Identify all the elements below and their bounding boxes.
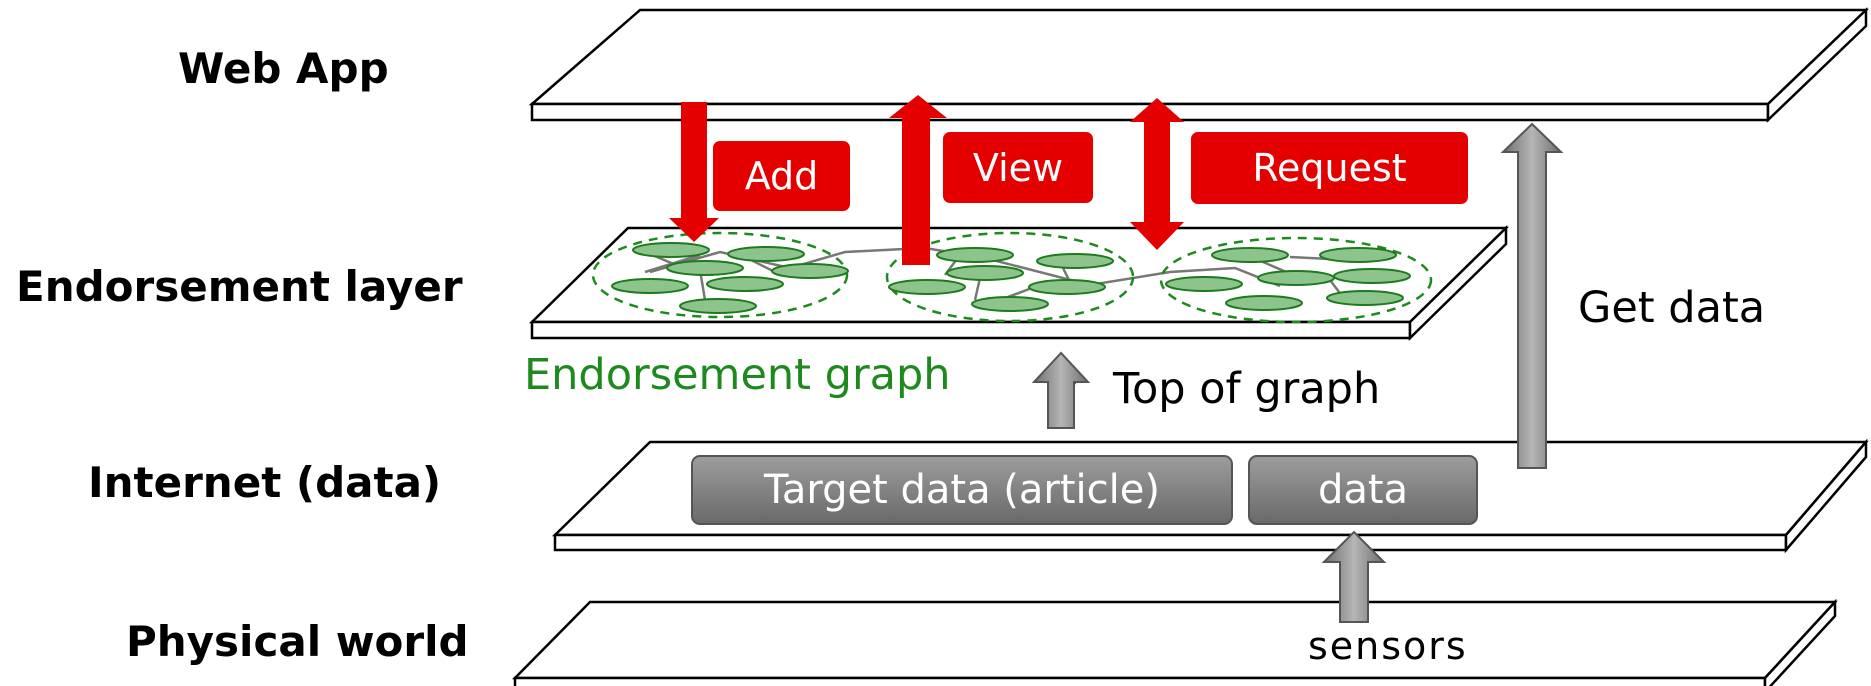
graph-node [888,279,966,295]
graph-node [706,276,784,292]
add-label: Add [713,141,850,211]
sensors-label: sensors [1308,624,1468,668]
graph-nodes [611,242,1411,314]
physical-world-plane [512,598,1838,686]
graph-node [632,242,710,258]
graph-node [1257,270,1335,286]
graph-cluster-3 [1159,236,1433,324]
graph-cluster-1 [591,231,849,319]
web-app-label: Web App [178,44,389,93]
request-arrow [1130,98,1184,250]
data-box: data [1248,455,1478,525]
internet-label: Internet (data) [88,458,442,507]
get-data-arrow [1500,122,1564,469]
get-data-label: Get data [1578,283,1766,333]
top-of-graph-label: Top of graph [1113,364,1381,414]
graph-node [1326,290,1404,306]
request-label: Request [1191,132,1468,204]
graph-cluster-2 [885,231,1135,323]
add-arrow [669,102,719,242]
graph-node [666,260,744,276]
graph-node [1319,247,1397,263]
top-of-graph-arrow [1031,351,1091,429]
view-label: View [943,132,1093,203]
graph-node [971,296,1049,312]
target-data-box: Target data (article) [691,455,1233,525]
physical-world-label: Physical world [126,617,469,666]
graph-node [1211,247,1289,263]
graph-node [1225,295,1303,311]
endorsement-graph-label: Endorsement graph [524,350,951,400]
graph-node [1028,279,1106,295]
graph-node [727,246,805,262]
view-arrow [889,95,947,265]
graph-clusters [591,231,1433,324]
endorsement-layer-label: Endorsement layer [16,262,463,311]
graph-node [679,298,757,314]
graph-node [946,265,1024,281]
graph-node [1165,276,1243,292]
graph-node [1036,253,1114,269]
graph-node [936,247,1014,263]
graph-node [771,263,849,279]
graph-node [611,278,689,294]
graph-node [1333,268,1411,284]
web-app-plane [528,7,1870,123]
sensors-arrow [1321,530,1387,623]
